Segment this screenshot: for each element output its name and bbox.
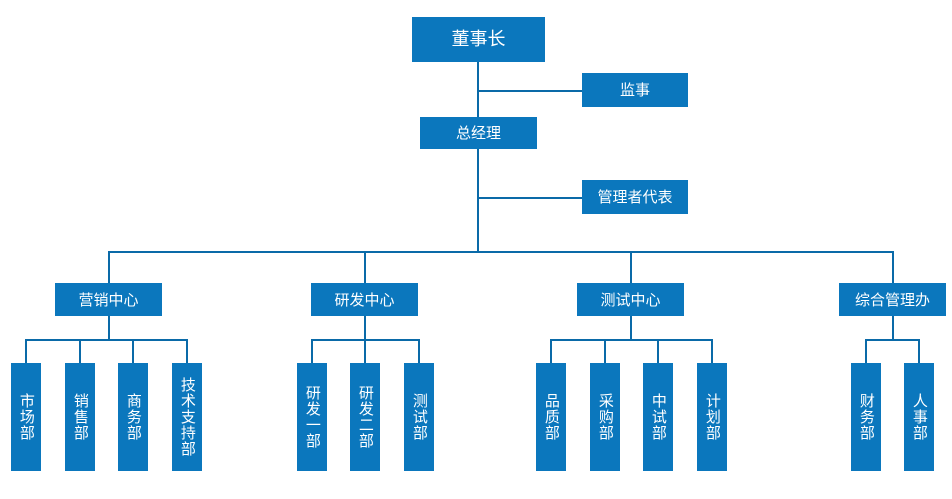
connector-line [865, 339, 867, 363]
supervisor-label: 监事 [619, 81, 650, 99]
supervisor-box: 监事 [582, 73, 688, 107]
department-box: 品质部 [536, 363, 566, 471]
connector-line [477, 149, 479, 252]
department-label: 研发二部 [356, 385, 375, 449]
department-label: 技术支持部 [178, 377, 197, 457]
connector-line [186, 339, 188, 363]
department-box: 技术支持部 [172, 363, 202, 471]
department-box: 商务部 [118, 363, 148, 471]
department-box: 计划部 [697, 363, 727, 471]
management-representative-label: 管理者代表 [597, 188, 673, 206]
connector-line [477, 197, 582, 199]
general-manager-box: 总经理 [420, 117, 537, 149]
department-label: 销售部 [71, 393, 90, 441]
connector-line [630, 251, 632, 283]
center-box: 研发中心 [311, 283, 418, 316]
department-box: 财务部 [851, 363, 881, 471]
connector-line [364, 316, 366, 340]
department-label: 财务部 [857, 393, 876, 441]
connector-line [132, 339, 134, 363]
connector-line [108, 316, 110, 340]
connector-line [477, 62, 479, 117]
department-label: 测试部 [410, 393, 429, 441]
department-label: 人事部 [910, 393, 929, 441]
department-box: 研发二部 [350, 363, 380, 471]
chairman-label: 董事长 [451, 28, 506, 50]
connector-line [865, 339, 920, 341]
department-label: 计划部 [703, 393, 722, 441]
department-box: 测试部 [404, 363, 434, 471]
department-box: 采购部 [590, 363, 620, 471]
center-label: 营销中心 [78, 290, 139, 309]
connector-line [918, 339, 920, 363]
connector-line [108, 251, 894, 253]
department-label: 市场部 [17, 393, 36, 441]
center-box: 营销中心 [55, 283, 162, 316]
department-box: 中试部 [643, 363, 673, 471]
connector-line [25, 339, 188, 341]
connector-line [108, 251, 110, 283]
department-label: 商务部 [124, 393, 143, 441]
connector-line [892, 251, 894, 283]
connector-line [79, 339, 81, 363]
center-box: 测试中心 [577, 283, 684, 316]
general-manager-label: 总经理 [455, 124, 501, 142]
center-label: 测试中心 [600, 290, 661, 309]
department-label: 中试部 [649, 393, 668, 441]
connector-line [892, 316, 894, 340]
department-box: 市场部 [11, 363, 41, 471]
chairman-box: 董事长 [412, 17, 545, 62]
connector-line [418, 339, 420, 363]
department-box: 研发一部 [297, 363, 327, 471]
department-label: 研发一部 [303, 385, 322, 449]
department-label: 品质部 [542, 393, 561, 441]
connector-line [630, 316, 632, 340]
management-representative-box: 管理者代表 [582, 180, 688, 214]
center-label: 综合管理办 [854, 290, 930, 309]
connector-line [604, 339, 606, 363]
connector-line [550, 339, 552, 363]
department-label: 采购部 [596, 393, 615, 441]
department-box: 销售部 [65, 363, 95, 471]
connector-line [657, 339, 659, 363]
connector-line [311, 339, 313, 363]
department-box: 人事部 [904, 363, 934, 471]
center-box: 综合管理办 [839, 283, 946, 316]
connector-line [364, 251, 366, 283]
connector-line [364, 339, 366, 363]
connector-line [25, 339, 27, 363]
center-label: 研发中心 [334, 290, 395, 309]
connector-line [711, 339, 713, 363]
connector-line [477, 90, 582, 92]
connector-line [550, 339, 713, 341]
